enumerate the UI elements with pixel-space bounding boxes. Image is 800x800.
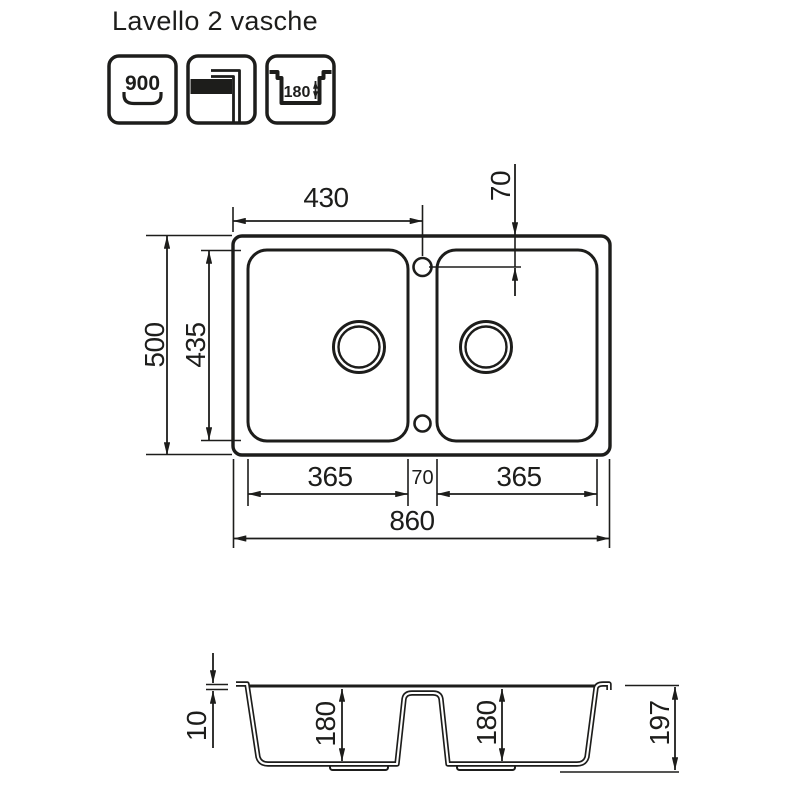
badge-frame <box>107 54 178 125</box>
dim-label: 860 <box>389 505 434 536</box>
dim-label: 430 <box>303 182 348 213</box>
right-drain <box>459 320 513 374</box>
sink-bowl-icon <box>122 92 163 106</box>
badge-frame <box>265 54 336 125</box>
dim-bowl-depth-right: 180 <box>471 688 506 762</box>
dim-label-right-bowl: 365 <box>496 461 541 492</box>
page-title: Lavello 2 vasche <box>112 6 318 36</box>
tap-hole-bottom <box>413 414 432 433</box>
cabinet-width-badge: 900 <box>107 54 178 125</box>
section-profile-outer <box>236 681 612 767</box>
cabinet-width-value: 900 <box>125 72 160 95</box>
dim-label: 180 <box>310 701 341 746</box>
dim-tap-from-left: 430 <box>232 182 424 256</box>
dim-label: 180 <box>471 700 502 745</box>
bowl-depth-value: 180 <box>284 84 311 101</box>
dim-bowl-depth-left: 180 <box>310 688 346 762</box>
dim-label: 197 <box>644 700 675 745</box>
dim-tap-from-edge: 70 <box>429 164 521 296</box>
section-view <box>236 681 612 771</box>
dim-label-divider: 70 <box>411 467 433 489</box>
dim-label: 70 <box>485 171 516 201</box>
dim-bowl-depth: 435 <box>180 249 241 442</box>
bowl-depth-badge: 180 <box>265 54 336 125</box>
dim-label: 500 <box>139 322 170 367</box>
countertop-shape <box>190 79 232 94</box>
dim-label: 435 <box>180 322 211 367</box>
left-drain <box>332 320 386 374</box>
dim-overall-depth: 500 <box>139 234 232 456</box>
badge-frame <box>186 54 257 125</box>
section-profile-core <box>236 682 611 766</box>
dim-label-left-bowl: 365 <box>307 461 352 492</box>
sink-outline <box>231 234 612 457</box>
bowl-section-icon <box>269 70 332 105</box>
top-view <box>231 234 612 457</box>
dim-rim-thickness: 10 <box>181 653 228 748</box>
dim-label: 10 <box>181 711 212 741</box>
left-bowl <box>246 248 410 443</box>
right-bowl <box>435 248 599 443</box>
tap-hole-top <box>412 256 433 278</box>
dim-total-height: 197 <box>560 684 679 773</box>
rim-profile-inner <box>211 75 235 122</box>
dim-overall-width: 860 <box>232 459 611 548</box>
inset-mounting-icon <box>186 54 257 125</box>
dim-bowl-widths: 365 70 365 <box>247 459 598 506</box>
rim-profile-outer <box>211 69 241 122</box>
